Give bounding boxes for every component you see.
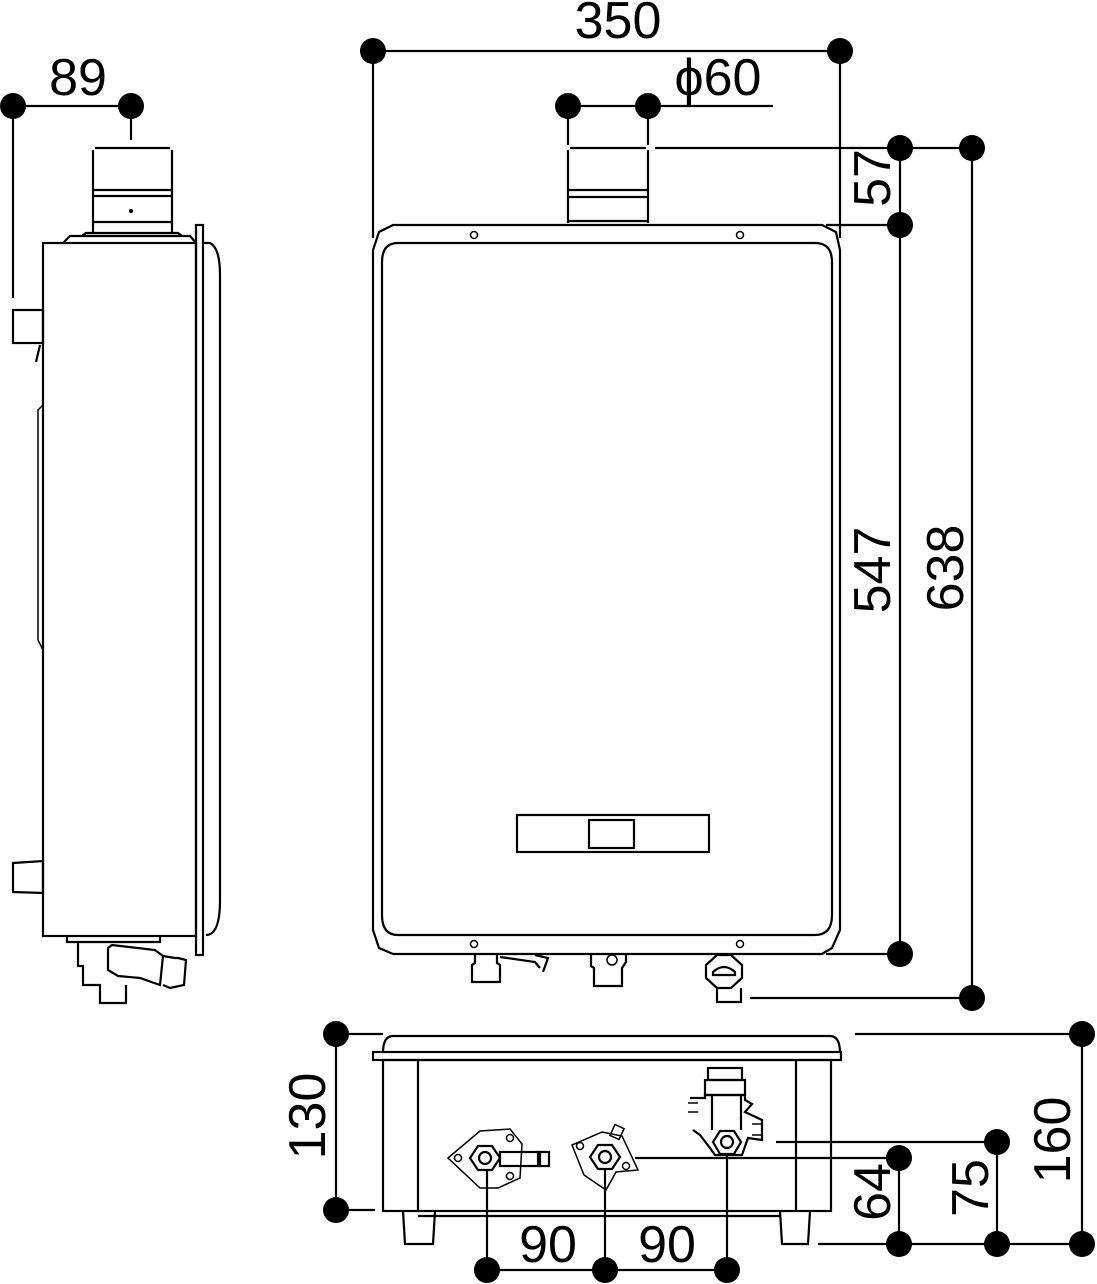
dim-pipe-spacing-1: 90 [519, 1216, 577, 1274]
front-outer-casing [371, 223, 842, 956]
display-screen [587, 818, 636, 850]
fitting-middle [589, 955, 628, 988]
bottom-view: 130 160 64 75 90 90 [279, 1021, 1095, 1283]
dim-pipe-height-1: 64 [844, 1163, 902, 1221]
control-panel [515, 813, 711, 854]
water-inlet-fitting [446, 1128, 523, 1189]
side-valve [106, 943, 165, 987]
fitting-left [470, 955, 502, 984]
front-view: 350 ϕ60 57 547 638 [360, 0, 985, 1011]
gas-valve-icon [704, 953, 744, 990]
side-flue-screw-icon [129, 209, 133, 213]
side-body [41, 241, 198, 938]
mount-hole-icon [735, 230, 745, 240]
dim-body-height: 547 [844, 527, 902, 614]
water-outlet-fitting [571, 1131, 640, 1192]
dim-overall-depth: 160 [1024, 1097, 1082, 1184]
dim-flue-height: 57 [844, 149, 902, 207]
bottom-foot [778, 1210, 812, 1246]
mount-hole-icon [469, 939, 479, 949]
dim-overall-height: 638 [917, 525, 975, 612]
side-wall-bracket [194, 223, 205, 957]
mount-hole-icon [469, 230, 479, 240]
front-panel [380, 241, 834, 937]
bottom-foot [401, 1210, 437, 1246]
mount-hole-icon [735, 939, 745, 949]
dim-overall-width: 350 [575, 0, 662, 50]
dim-flue-diameter: ϕ60 [675, 49, 762, 107]
dim-pipe-height-2: 75 [942, 1159, 1000, 1217]
dim-bottom-depth: 130 [279, 1073, 337, 1160]
side-knob-top [11, 308, 45, 345]
bottom-body [381, 1058, 833, 1213]
front-flue-pipe [566, 146, 650, 223]
side-knob-bottom [11, 859, 45, 895]
dim-side-flue-offset: 89 [49, 49, 107, 107]
side-view: 89 [0, 49, 222, 1005]
bottom-top-edge [381, 1034, 842, 1054]
dim-pipe-spacing-2: 90 [638, 1216, 696, 1274]
gas-valve-fitting [690, 1093, 764, 1157]
